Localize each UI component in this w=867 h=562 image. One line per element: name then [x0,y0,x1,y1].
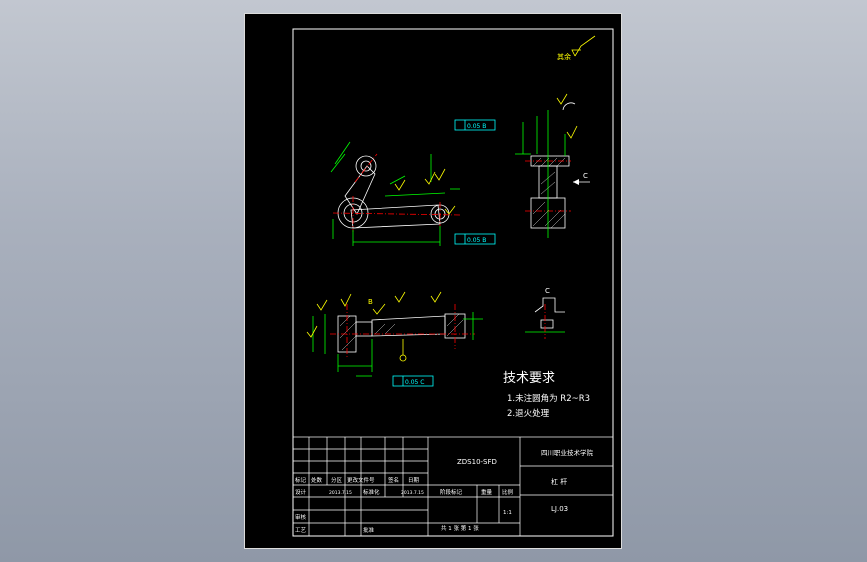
sheet-count: 共 1 张 第 1 张 [441,524,479,532]
tb-design: 设计 [295,488,307,496]
tb-zone: 分区 [331,476,343,484]
side-section-view: 0.05 B C [454,93,590,238]
tb-change-doc: 更改文件号 [347,476,375,484]
view-arrow-c-label: C [583,172,588,180]
tb-approve: 批准 [363,526,375,534]
view-c-title: C [545,287,550,295]
tb-design-date: 2013.7.15 [329,490,352,496]
roughness-other-label: 其余 [557,52,571,61]
tb-standard-date: 2013.7.15 [401,490,424,496]
tb-process: 工艺 [295,527,307,534]
title-block [292,436,614,537]
school-name: 四川职业技术学院 [541,448,594,457]
tb-date: 日期 [408,477,420,484]
tb-mark: 标记 [295,476,307,484]
tb-review: 审核 [295,513,307,521]
tb-sign: 签名 [388,476,399,484]
cad-drawing: 其余 0.05 B [292,28,614,537]
tolerance-1: 0.05 B [467,237,486,244]
section-b-label: B [368,298,373,306]
title-block-text: ZDS10-SFD 四川职业技术学院 杠 杆 LJ.03 1:1 共 1 张 第… [295,448,594,534]
tolerance-3: 0.05 C [405,379,424,386]
part-code: LJ.03 [551,505,568,513]
tb-count: 处数 [311,476,323,484]
tech-req-item-2: 2.退火处理 [507,408,550,419]
lower-section-view: B 0.05 C [306,291,483,387]
tolerance-2: 0.05 B [467,123,486,130]
weight-label: 重量 [481,488,493,496]
drawing-number: ZDS10-SFD [457,458,497,466]
tb-standard: 标准化 [363,488,380,496]
scale-label: 比例 [502,488,514,496]
stage-label: 阶段标记 [440,488,463,496]
technical-requirements: 技术要求 1.未注圆角为 R2~R3 2.退火处理 [503,371,590,419]
roughness-other-mark: 其余 [557,35,596,61]
tech-req-heading: 技术要求 [503,371,555,386]
main-view: 0.05 B [330,141,496,246]
drawing-sheet: 其余 0.05 B [244,13,622,549]
tech-req-item-1: 1.未注圆角为 R2~R3 [507,393,590,404]
view-c-detail: C [525,287,565,339]
scale-value: 1:1 [503,510,512,516]
part-name: 杠 杆 [551,477,567,486]
